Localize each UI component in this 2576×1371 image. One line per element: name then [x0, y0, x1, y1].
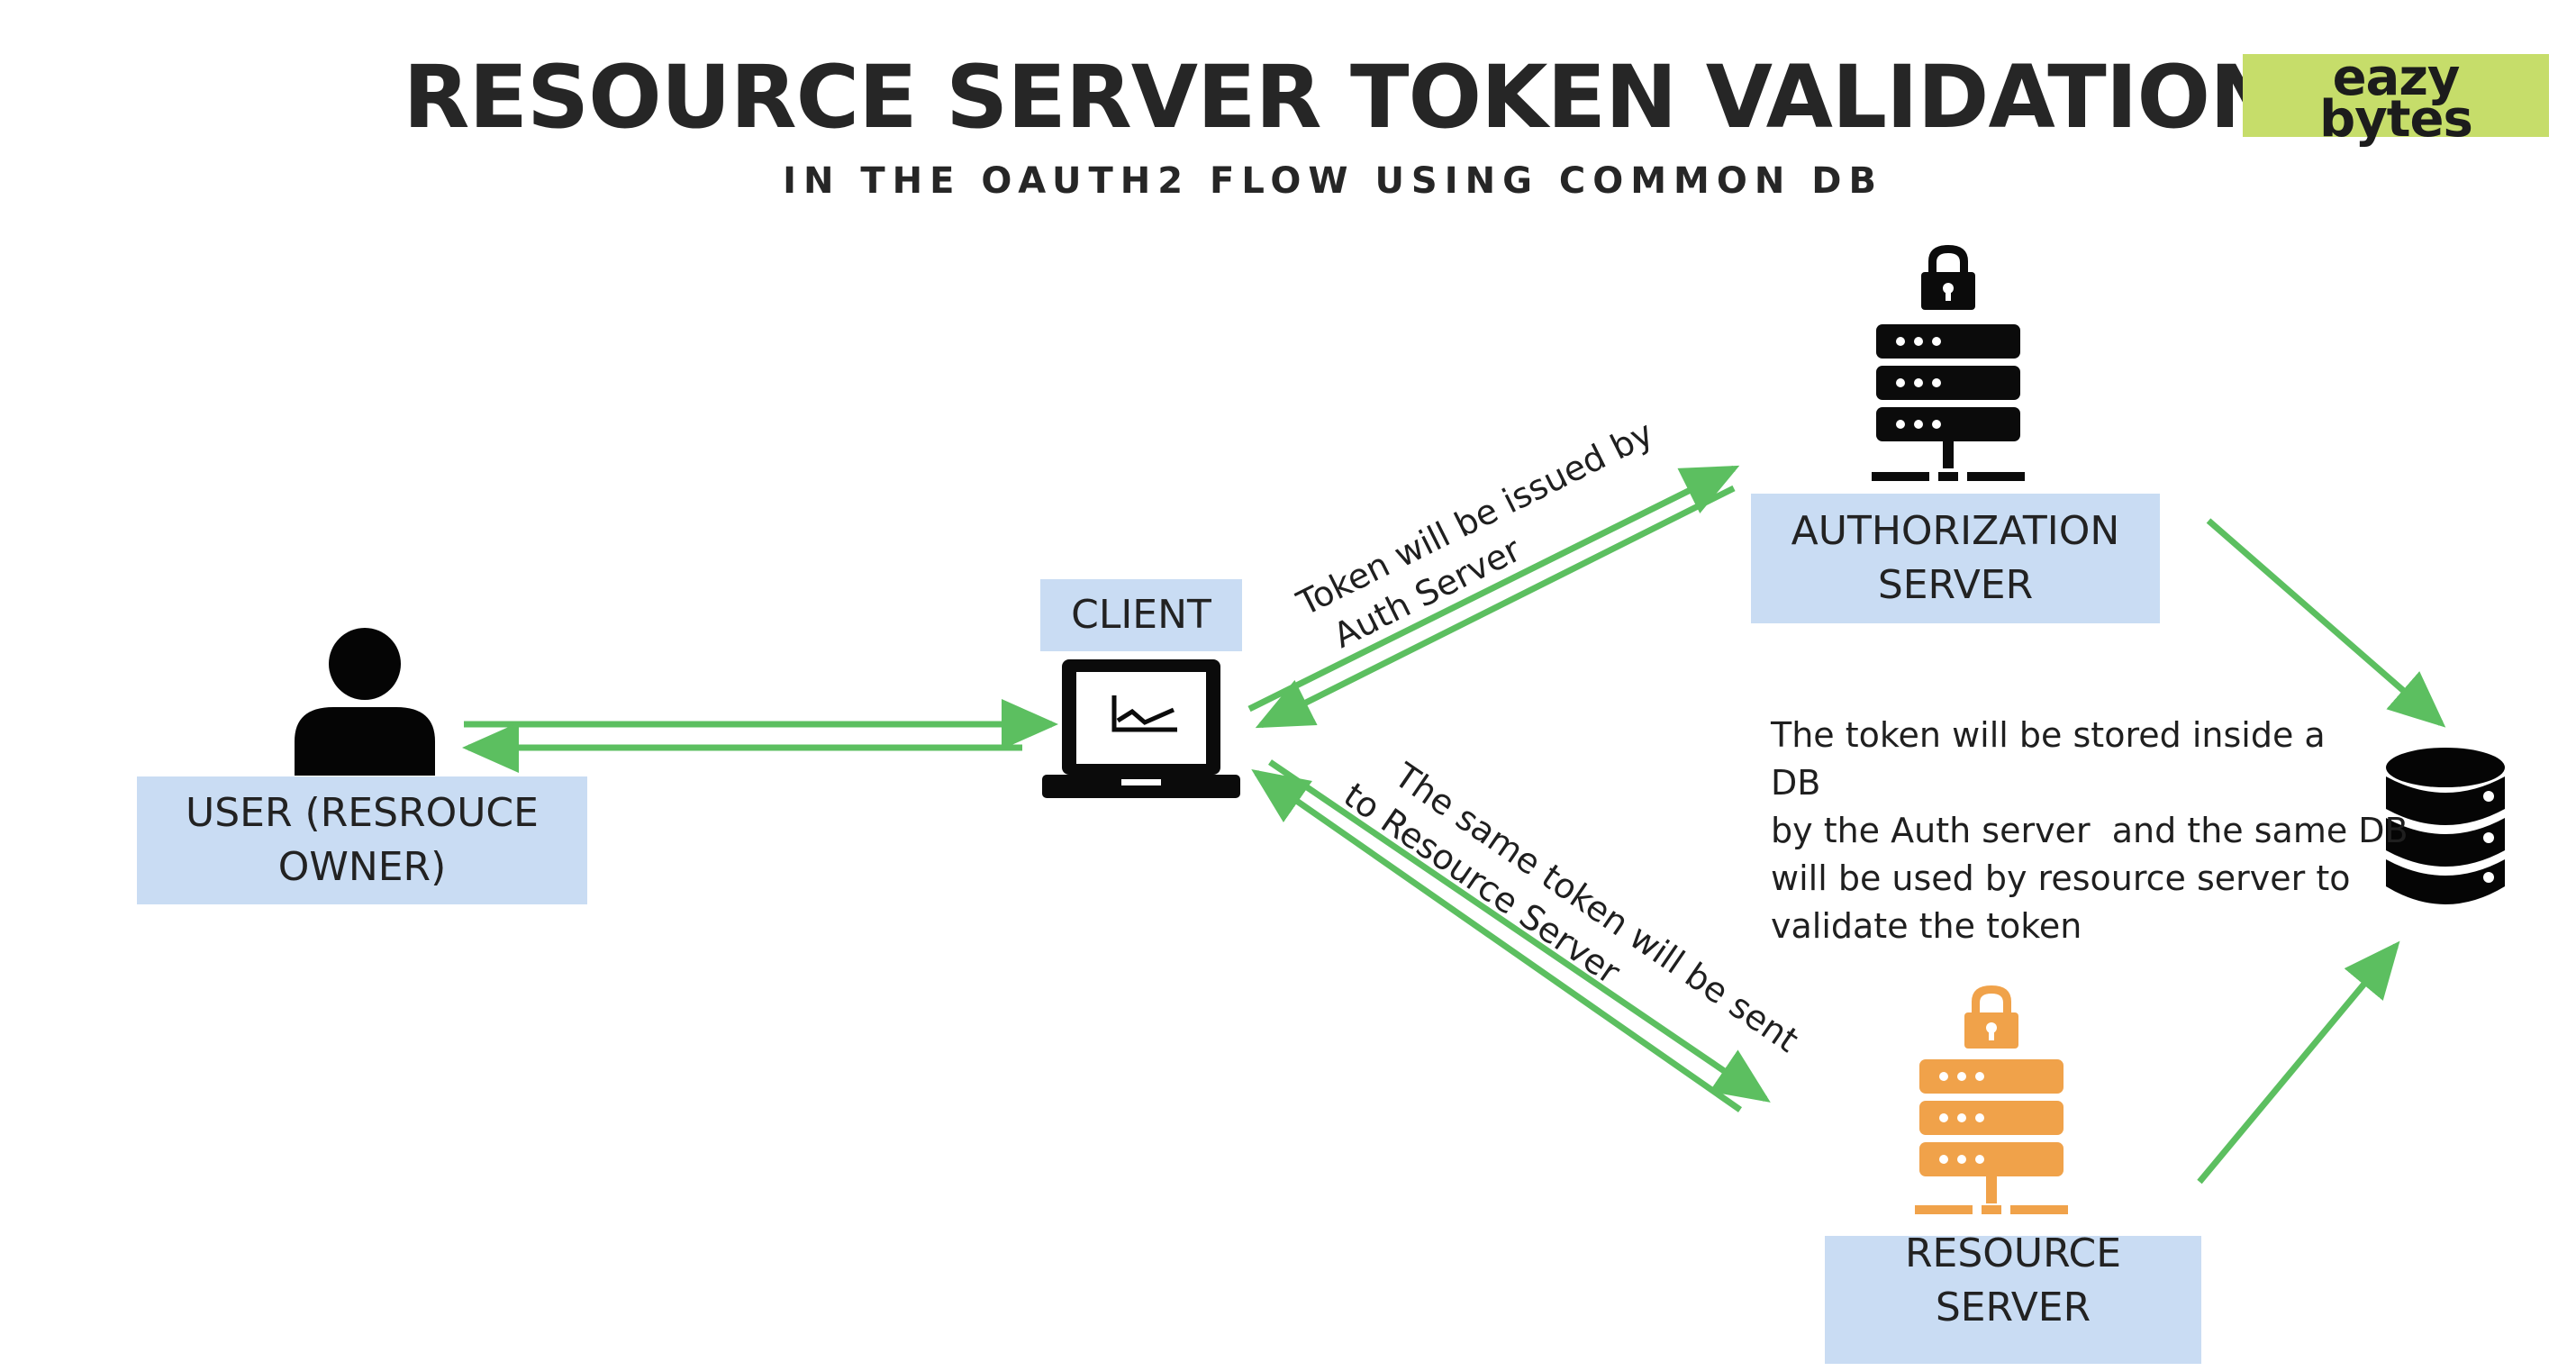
user-icon: [295, 628, 435, 776]
laptop-chart-icon: [1042, 659, 1240, 798]
db-note-line-4: validate the token: [1771, 906, 2082, 946]
auth-server-label-box: AUTHORIZATION SERVER: [1751, 494, 2160, 623]
auth-server-label-line-1: AUTHORIZATION: [1791, 508, 2120, 554]
database-icon: [2386, 748, 2505, 904]
arrow-auth-to-db: [2206, 518, 2446, 728]
auth-server-label-line-2: SERVER: [1877, 562, 2034, 608]
db-note-line-2: by the Auth server and the same DB: [1771, 811, 2408, 850]
page-subtitle: IN THE OAUTH2 FLOW USING COMMON DB: [783, 160, 1883, 202]
user-label-line-1: USER (RESROUCE: [186, 790, 539, 836]
db-note-line-3: will be used by resource server to: [1771, 858, 2351, 898]
page-title: RESOURCE SERVER TOKEN VALIDATION: [403, 47, 2282, 148]
arrow-client-to-resource: [1268, 759, 1771, 1103]
client-label: CLIENT: [1071, 592, 1211, 638]
logo-line-1: eazy: [2332, 49, 2461, 107]
arrow-auth-to-client: [1255, 485, 1736, 729]
resource-server-locked-icon: [1915, 985, 2068, 1214]
client-label-box: CLIENT: [1040, 579, 1242, 651]
user-label-box: USER (RESROUCE OWNER): [137, 776, 587, 904]
auth-server-locked-icon: [1872, 245, 2025, 481]
eazybytes-logo: eazy bytes: [2243, 49, 2549, 149]
resource-server-label: RESOURCE SERVER: [1904, 1230, 2122, 1330]
logo-line-2: bytes: [2319, 90, 2473, 149]
db-note: The token will be stored inside a DB by …: [1771, 712, 2408, 950]
arrow-resource-to-db: [2197, 940, 2400, 1185]
resource-server-label-box: RESOURCE SERVER: [1825, 1230, 2201, 1364]
arrow-resource-to-client: [1251, 768, 1743, 1112]
db-note-line-1: The token will be stored inside a DB: [1771, 715, 2326, 803]
arrow-client-to-auth: [1247, 465, 1740, 713]
user-label-line-2: OWNER): [277, 844, 447, 890]
